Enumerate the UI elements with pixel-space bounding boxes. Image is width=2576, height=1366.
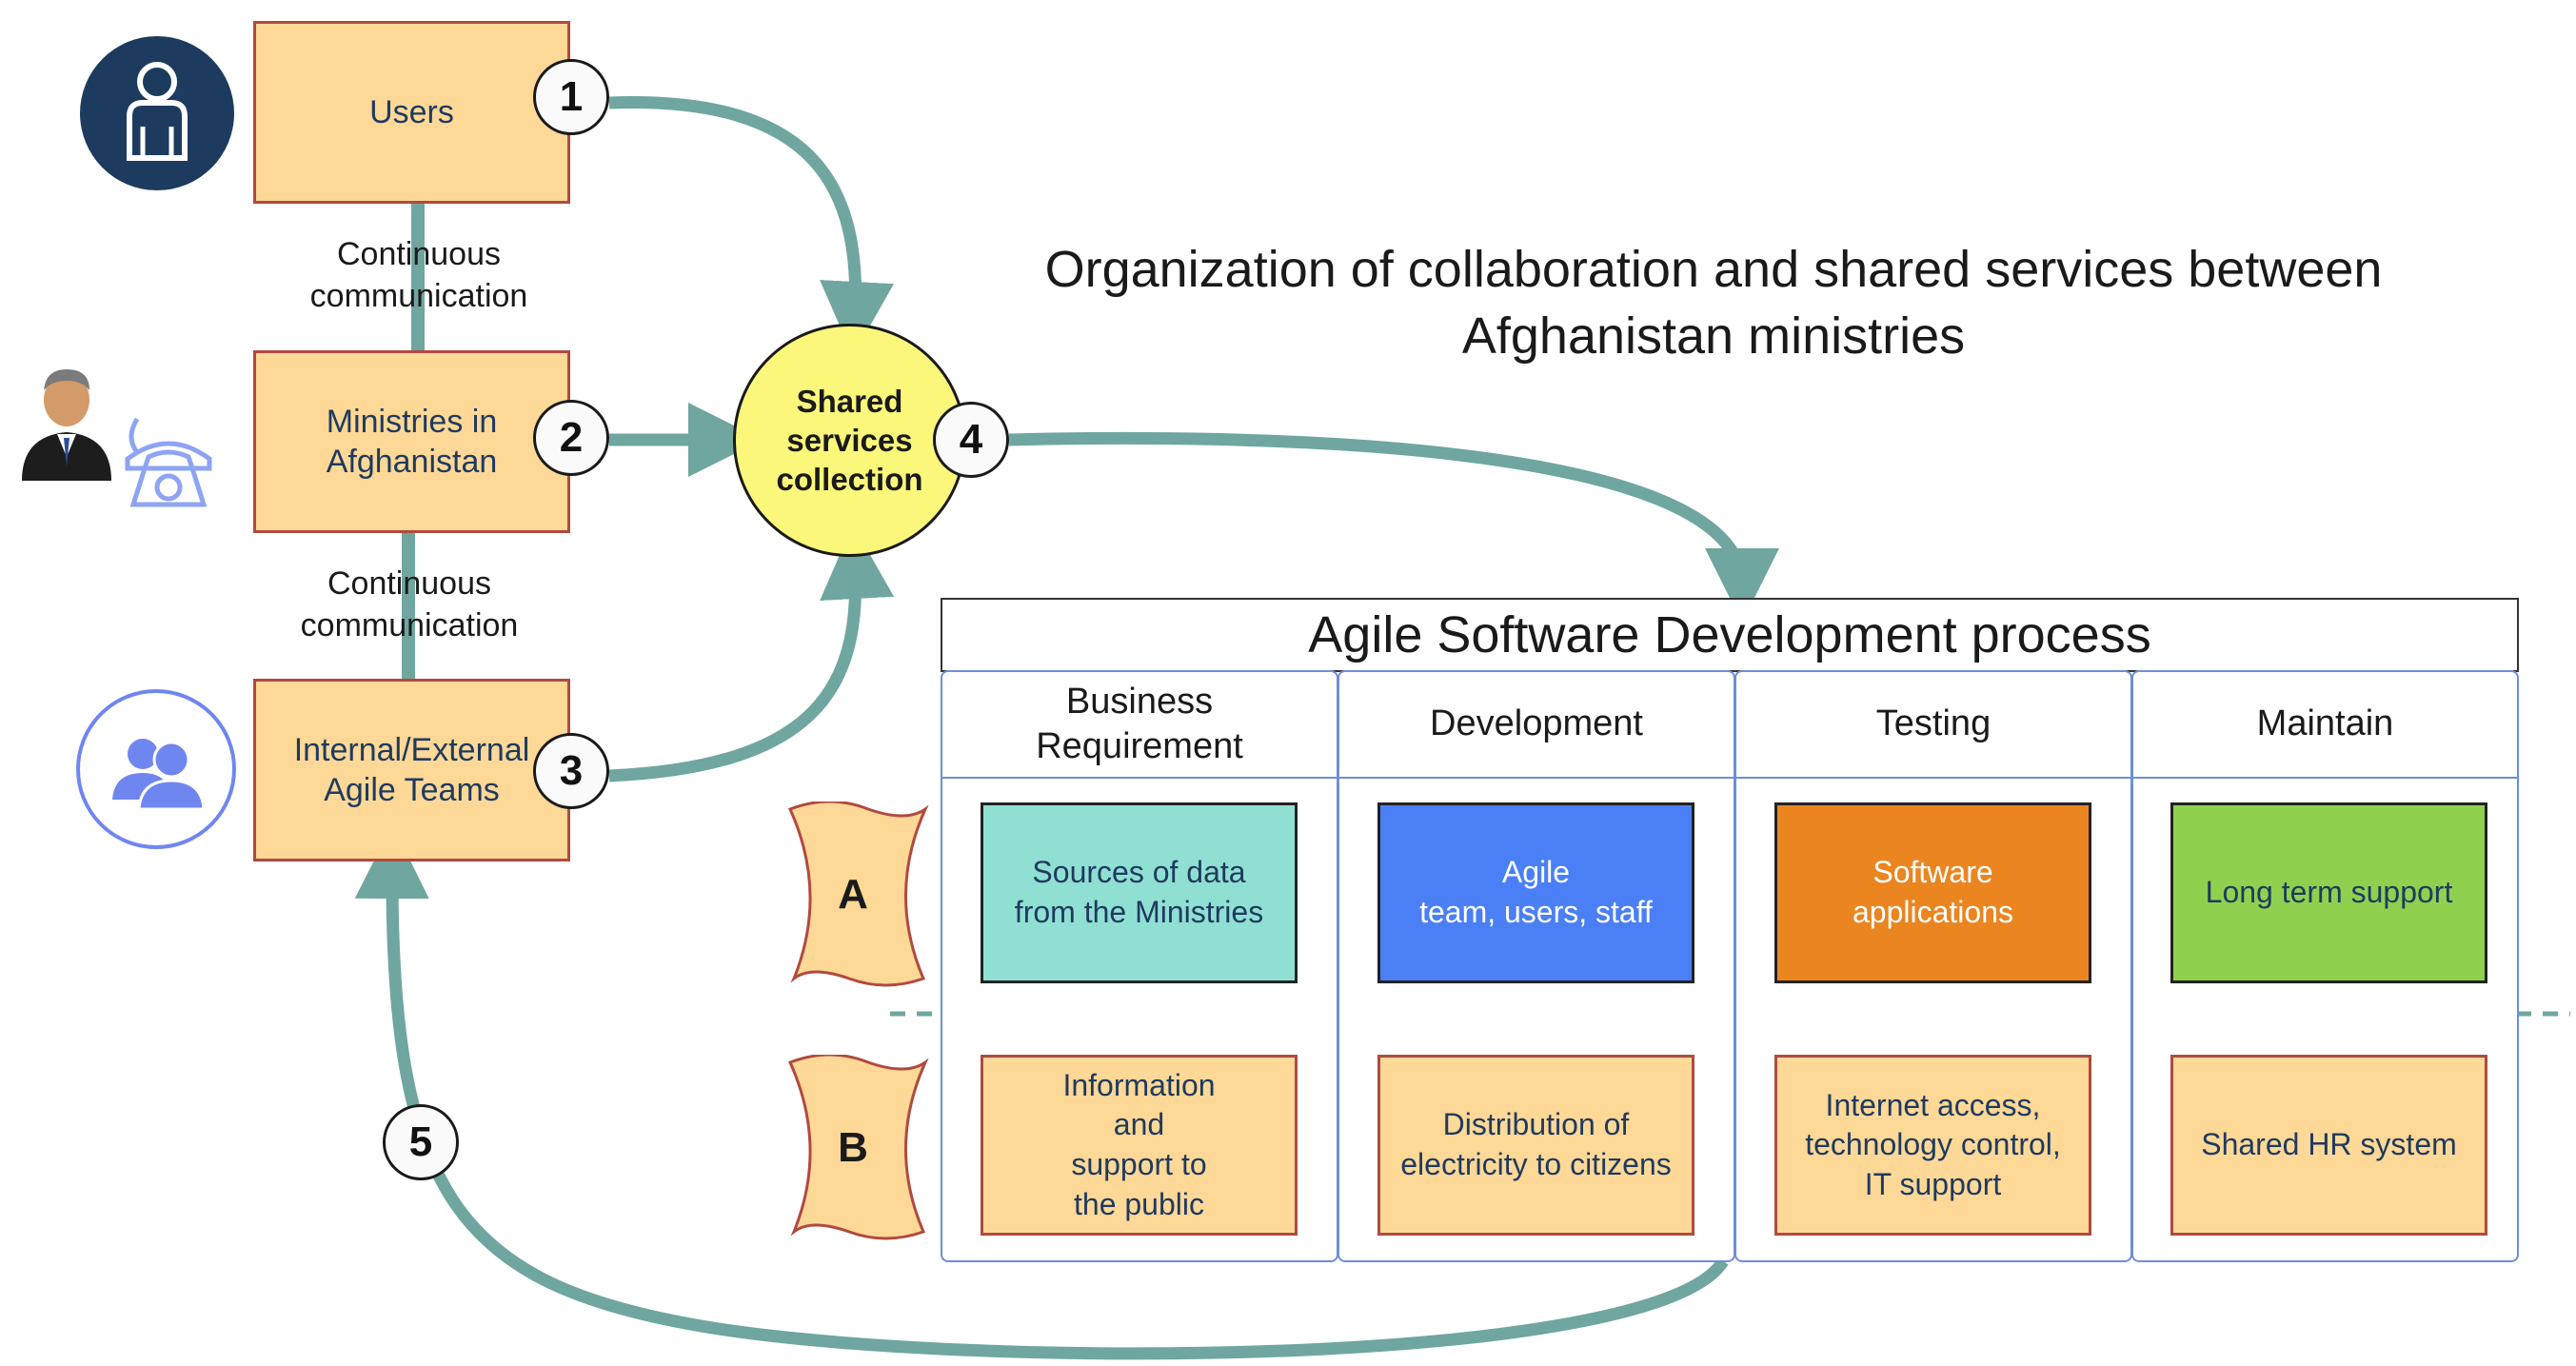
step-2-badge: 2 bbox=[533, 400, 609, 476]
cell-b-maintain: Shared HR system bbox=[2170, 1055, 2487, 1236]
arrow-hub-to-agile bbox=[1008, 431, 1779, 623]
link-users-ministries bbox=[411, 202, 425, 354]
continuous-communication-label-1: Continuous communication bbox=[309, 236, 528, 315]
telephone-icon bbox=[116, 409, 221, 514]
link-ministries-teams bbox=[402, 528, 415, 681]
cell-a-testing: Software applications bbox=[1774, 802, 2091, 983]
stage-title: Testing bbox=[1736, 672, 2130, 779]
row-tag-label: B bbox=[838, 1123, 868, 1171]
stage-title: Business Requirement bbox=[942, 672, 1337, 779]
row-tag-b: B bbox=[773, 1055, 933, 1240]
stage-title: Development bbox=[1339, 672, 1734, 779]
users-box: Users bbox=[253, 21, 570, 204]
cell-b-testing: Internet access, technology control, IT … bbox=[1774, 1055, 2091, 1236]
step-1-badge: 1 bbox=[533, 59, 609, 135]
row-tag-label: A bbox=[838, 870, 868, 918]
step-3-badge: 3 bbox=[533, 733, 609, 809]
step-5-badge: 5 bbox=[383, 1104, 459, 1180]
agile-teams-box: Internal/External Agile Teams bbox=[253, 679, 570, 861]
agile-process-header: Agile Software Development process bbox=[941, 598, 2519, 672]
shared-services-hub: Shared services collection bbox=[733, 324, 966, 557]
team-icon bbox=[74, 687, 238, 851]
ministries-box: Ministries in Afghanistan bbox=[253, 350, 570, 533]
arrow-teams-to-hub bbox=[608, 525, 895, 782]
continuous-communication-label-2: Continuous communication bbox=[300, 565, 519, 644]
cell-a-development: Agile team, users, staff bbox=[1377, 802, 1694, 983]
cell-a-business: Sources of data from the Ministries bbox=[981, 802, 1298, 983]
businessman-icon bbox=[17, 362, 117, 481]
arrow-users-to-hub bbox=[608, 96, 894, 356]
cell-a-maintain: Long term support bbox=[2170, 802, 2487, 983]
step-4-badge: 4 bbox=[933, 402, 1009, 478]
stage-title: Maintain bbox=[2133, 672, 2517, 779]
row-tag-a: A bbox=[773, 802, 933, 987]
cell-b-business: Information and support to the public bbox=[981, 1055, 1298, 1236]
user-icon bbox=[80, 36, 234, 190]
cell-b-development: Distribution of electricity to citizens bbox=[1377, 1055, 1694, 1236]
diagram-title: Organization of collaboration and shared… bbox=[1044, 241, 2383, 366]
